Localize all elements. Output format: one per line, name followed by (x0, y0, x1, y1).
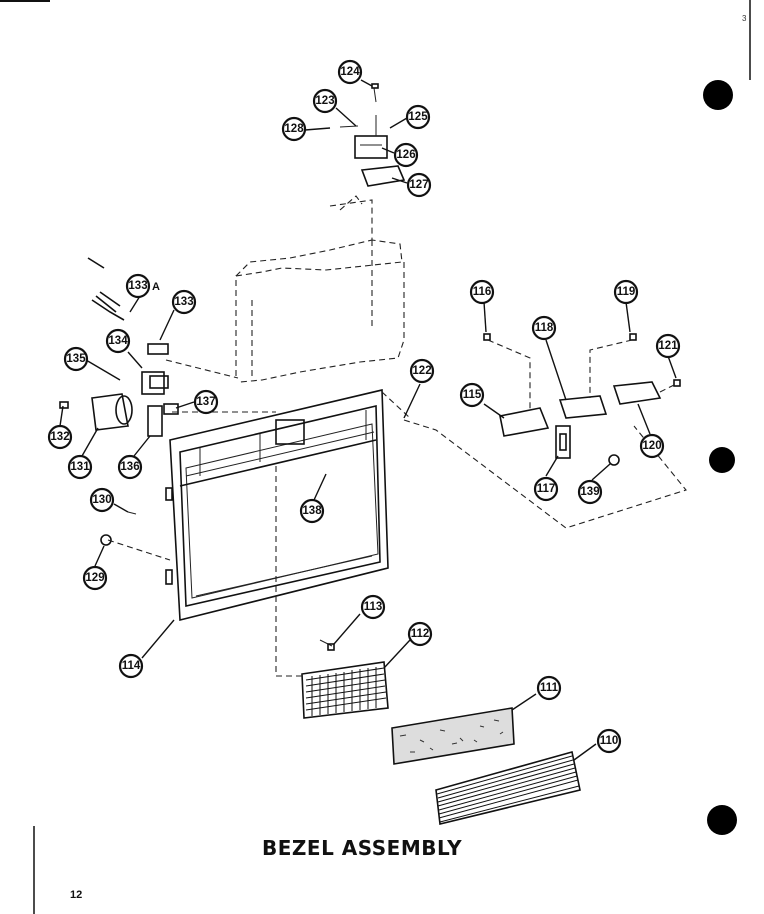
top-hardware-cluster (339, 83, 406, 187)
callout-123: 123 (312, 88, 338, 114)
binder-hole-middle (709, 447, 735, 473)
diagram-title: BEZEL ASSEMBLY (262, 836, 463, 860)
callout-127: 127 (406, 172, 432, 198)
callout-134: 134 (105, 328, 131, 354)
callout-135-label: 135 (66, 353, 86, 365)
callout-137: 137 (193, 389, 219, 415)
callout-118-label: 118 (535, 322, 554, 334)
callout-122: 122 (409, 358, 435, 384)
screen-panel (275, 466, 389, 719)
callout-130-label: 130 (92, 494, 111, 506)
filter-pad (391, 707, 515, 765)
callout-119: 119 (613, 279, 639, 305)
leader-lines (59, 79, 677, 761)
callout-119-label: 119 (617, 286, 636, 298)
callout-118: 118 (531, 315, 557, 341)
callout-132-label: 132 (50, 431, 69, 443)
callout-133a: 133 (125, 273, 151, 299)
callout-128: 128 (281, 116, 307, 142)
callout-121-label: 121 (658, 340, 678, 352)
callout-129-label: 129 (85, 572, 104, 584)
page-number: 12 (70, 889, 83, 901)
callout-113: 113 (360, 594, 386, 620)
callout-125: 125 (405, 104, 431, 130)
callout-121: 121 (655, 333, 681, 359)
callout-110-label: 110 (600, 735, 619, 747)
callout-110: 110 (596, 728, 622, 754)
callout-115: 115 (459, 382, 485, 408)
callout-122-label: 122 (412, 365, 431, 377)
chassis-outline (235, 195, 405, 383)
callout-112: 112 (407, 621, 433, 647)
callout-138-label: 138 (302, 505, 322, 517)
callout-134-label: 134 (108, 335, 128, 347)
callout-133-label: 133 (174, 296, 193, 308)
callout-124: 124 (337, 59, 363, 85)
callout-120: 120 (639, 433, 665, 459)
callout-117: 117 (533, 476, 559, 502)
callout-111-label: 111 (540, 682, 559, 694)
callout-139-label: 139 (580, 486, 599, 498)
callout-137-label: 137 (196, 396, 215, 408)
left-motor-cluster (59, 257, 276, 561)
callout-131-label: 131 (70, 461, 90, 473)
callout-127-label: 127 (409, 179, 428, 191)
callout-116-label: 116 (473, 286, 492, 298)
binder-hole-bottom (707, 805, 737, 835)
callout-129: 129 (82, 565, 108, 591)
callout-128-label: 128 (284, 123, 304, 135)
callout-116: 116 (469, 279, 495, 305)
callout-131: 131 (67, 454, 93, 480)
callout-133a-suffix: A (152, 281, 160, 293)
corner-mark: 3 (742, 14, 747, 23)
callout-136: 136 (117, 454, 143, 480)
callout-123-label: 123 (315, 95, 334, 107)
callout-115-label: 115 (463, 389, 482, 401)
bezel-frame (165, 388, 389, 622)
callout-111: 111 (536, 675, 562, 701)
callout-132: 132 (47, 424, 73, 450)
callout-139: 139 (577, 479, 603, 505)
callout-133a-label: 133 (128, 280, 147, 292)
callout-133: 133 (171, 289, 197, 315)
callout-112-label: 112 (411, 628, 430, 640)
binder-hole-top (703, 80, 733, 110)
callout-138: 138 (299, 498, 325, 524)
callout-120-label: 120 (642, 440, 661, 452)
callout-114: 114 (118, 653, 144, 679)
callout-126: 126 (393, 142, 419, 168)
callout-114-label: 114 (122, 660, 141, 672)
callout-113-label: 113 (364, 601, 383, 613)
callout-136-label: 136 (120, 461, 139, 473)
callout-124-label: 124 (340, 66, 360, 78)
callout-125-label: 125 (408, 111, 428, 123)
callout-126-label: 126 (396, 149, 415, 161)
callout-130: 130 (89, 487, 115, 513)
callout-135: 135 (63, 346, 89, 372)
callout-117-label: 117 (537, 483, 556, 495)
louver-grille (435, 750, 581, 825)
